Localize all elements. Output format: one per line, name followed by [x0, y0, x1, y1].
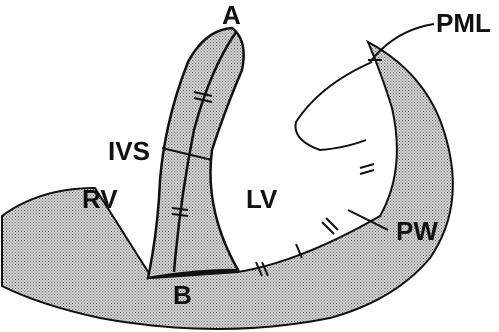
interventricular-septum: [148, 28, 244, 278]
label-apex: A: [222, 0, 241, 30]
label-ivs: IVS: [108, 136, 150, 166]
posterior-mitral-leaflet: [296, 62, 373, 150]
label-lv: LV: [246, 184, 278, 214]
label-pml: PML: [436, 8, 491, 38]
label-base: B: [173, 280, 192, 310]
label-pw: PW: [396, 216, 438, 246]
label-rv: RV: [82, 184, 118, 214]
